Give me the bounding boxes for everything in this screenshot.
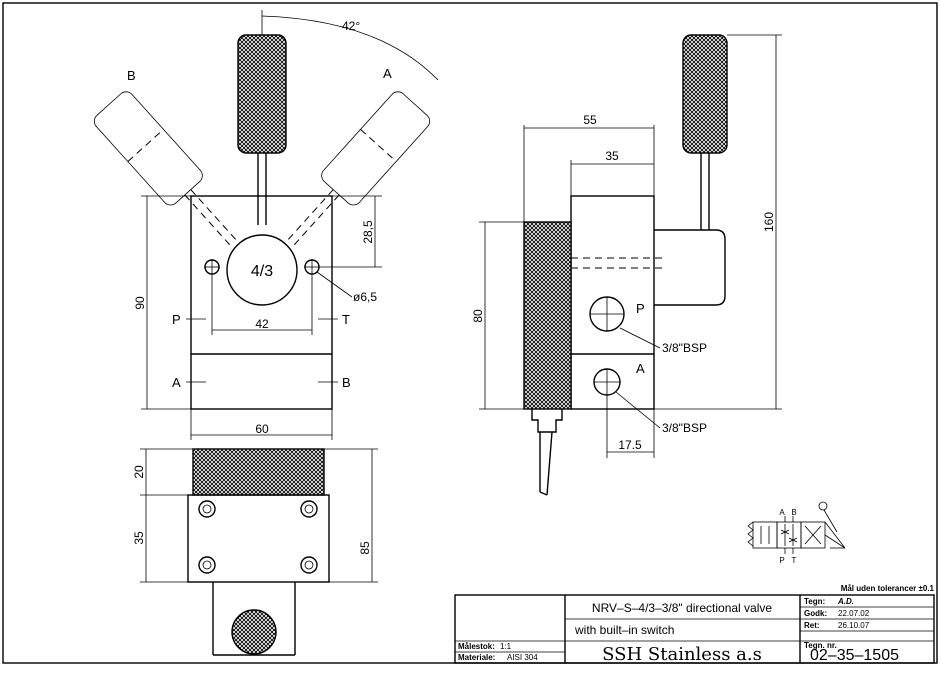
scale-label: Målestok: <box>458 642 495 651</box>
title-line-2: with built–in switch <box>574 623 674 637</box>
revised-label: Ret: <box>804 621 820 630</box>
dim-55: 55 <box>583 113 597 127</box>
mounting-plate <box>187 494 330 583</box>
approved-value: 22.07.02 <box>838 609 870 618</box>
dim-35-side: 35 <box>605 149 619 163</box>
side-port-a-label: A <box>636 361 645 376</box>
valve-body <box>190 195 333 410</box>
center-label: 4/3 <box>251 263 273 280</box>
screw-heads <box>198 500 318 574</box>
port-a-label: A <box>172 375 181 390</box>
bsp-label-2: 3/8"BSP <box>662 421 707 435</box>
symbol-p: P <box>779 556 784 565</box>
tolerance-note: Mål uden tolerancer ±0.1 <box>841 584 935 593</box>
bsp-label-1: 3/8"BSP <box>662 341 707 355</box>
dim-85: 85 <box>358 541 372 555</box>
symbol-b: B <box>791 508 796 517</box>
title-line-1: NRV–S–4/3–3/8" directional valve <box>592 601 772 615</box>
side-view: P A 3/8"BSP 3/8"BSP 55 35 160 80 17.5 <box>471 34 782 496</box>
dim-35-bottom: 35 <box>132 531 146 545</box>
dim-160: 160 <box>762 212 776 232</box>
bottom-view: 20 35 85 <box>132 448 378 656</box>
front-view: 42° B A 4/3 <box>93 10 439 440</box>
label-b-top: B <box>127 68 136 83</box>
side-handle <box>682 34 728 154</box>
approved-label: Godk: <box>804 609 827 618</box>
angle-label: 42° <box>342 19 360 33</box>
label-a-top: A <box>383 66 392 81</box>
dim-80: 80 <box>471 309 485 323</box>
knob <box>231 609 277 655</box>
side-port-p-label: P <box>636 301 645 316</box>
dim-20: 20 <box>132 465 146 479</box>
dim-28-5: 28,5 <box>361 220 375 244</box>
drawing-no-label: Tegn. nr. <box>804 641 837 650</box>
port-b-label: B <box>342 375 351 390</box>
handle-a-ghost <box>284 91 431 249</box>
drawn-by-label: Tegn: <box>804 597 825 606</box>
hydraulic-symbol: A B P T <box>747 501 846 565</box>
center-disc <box>226 234 298 306</box>
drawn-by-value: A.D. <box>837 597 854 606</box>
material-label: Materiale: <box>458 653 495 662</box>
angle-arc <box>261 15 439 81</box>
revised-value: 26.10.07 <box>838 621 870 630</box>
title-block: Mål uden tolerancer ±0.1 NRV–S–4/3–3/8" … <box>454 584 935 665</box>
dim-90: 90 <box>133 296 147 310</box>
dim-60: 60 <box>255 422 269 436</box>
port-t-label: T <box>342 312 350 327</box>
dim-42: 42 <box>255 317 269 331</box>
scale-value: 1:1 <box>500 642 512 651</box>
handle-b-ghost <box>93 91 240 249</box>
drawing-no-value: 02–35–1505 <box>810 647 899 664</box>
switch-housing <box>654 229 726 306</box>
dim-17-5: 17.5 <box>618 438 642 452</box>
knurled-grip <box>192 448 325 496</box>
symbol-a: A <box>779 508 785 517</box>
symbol-t: T <box>792 556 797 565</box>
sheet-border <box>2 2 938 664</box>
port-p-label: P <box>172 312 181 327</box>
side-knurl <box>523 221 572 410</box>
company-name: SSH Stainless a.s <box>602 644 762 665</box>
material-value: AISI 304 <box>507 653 538 662</box>
center-handle <box>237 34 287 154</box>
dim-hole-diameter: ø6,5 <box>353 290 377 304</box>
